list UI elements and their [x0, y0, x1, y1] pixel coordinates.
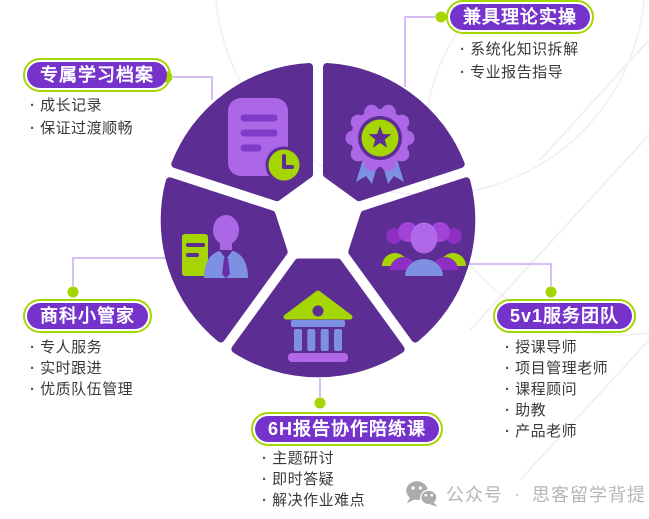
dot-service-team	[545, 286, 557, 298]
watermark: 公众号 · 思客留学背提	[405, 480, 646, 508]
segment-label-service-team[interactable]: 5v1服务团队	[492, 299, 637, 333]
list-item: 产品老师	[505, 421, 608, 442]
list-item: 系统化知识拆解	[460, 38, 579, 61]
list-item: 即时答疑	[262, 469, 365, 490]
list-item: 授课导师	[505, 337, 608, 358]
watermark-separator: ·	[514, 483, 521, 504]
segment-bullets-service-team: 授课导师 项目管理老师 课程顾问 助教 产品老师	[505, 337, 608, 442]
segment-bullets-business-butler: 专人服务 实时跟进 优质队伍管理	[30, 337, 133, 400]
list-item: 主题研讨	[262, 448, 365, 469]
list-item: 专业报告指导	[460, 61, 579, 84]
list-item: 助教	[505, 400, 608, 421]
dot-business-butler	[67, 286, 79, 298]
connector-service-team	[469, 263, 552, 286]
connector-study-archive	[173, 76, 213, 100]
segment-bullets-study-archive: 成长记录 保证过渡顺畅	[30, 94, 133, 140]
businessman-document-icon	[182, 215, 248, 278]
wechat-icon	[406, 481, 438, 507]
segment-label-theory-practice[interactable]: 兼具理论实操	[446, 0, 594, 34]
medal-star-icon	[345, 104, 415, 184]
list-item: 保证过渡顺畅	[30, 117, 133, 140]
segment-label-business-butler[interactable]: 商科小管家	[23, 299, 152, 333]
dot-report-course	[314, 397, 326, 409]
watermark-platform: 公众号	[446, 485, 503, 505]
connector-business-butler	[72, 257, 166, 286]
dot-theory-practice	[435, 11, 447, 23]
list-item: 课程顾问	[505, 379, 608, 400]
list-item: 优质队伍管理	[30, 379, 133, 400]
list-item: 项目管理老师	[505, 358, 608, 379]
segment-label-report-course[interactable]: 6H报告协作陪练课	[250, 412, 444, 446]
segment-bullets-report-course: 主题研讨 即时答疑 解决作业难点	[262, 448, 365, 511]
bank-icon	[283, 290, 353, 362]
segment-bullets-theory-practice: 系统化知识拆解 专业报告指导	[460, 38, 579, 84]
watermark-account: 思客留学背提	[532, 485, 646, 505]
document-clock-icon	[228, 98, 303, 184]
list-item: 实时跟进	[30, 358, 133, 379]
connector-lines	[72, 16, 552, 397]
list-item: 专人服务	[30, 337, 133, 358]
list-item: 成长记录	[30, 94, 133, 117]
connector-theory-practice	[404, 16, 435, 87]
team-icon	[382, 222, 466, 276]
segment-label-study-archive[interactable]: 专属学习档案	[23, 58, 171, 92]
list-item: 解决作业难点	[262, 490, 365, 511]
